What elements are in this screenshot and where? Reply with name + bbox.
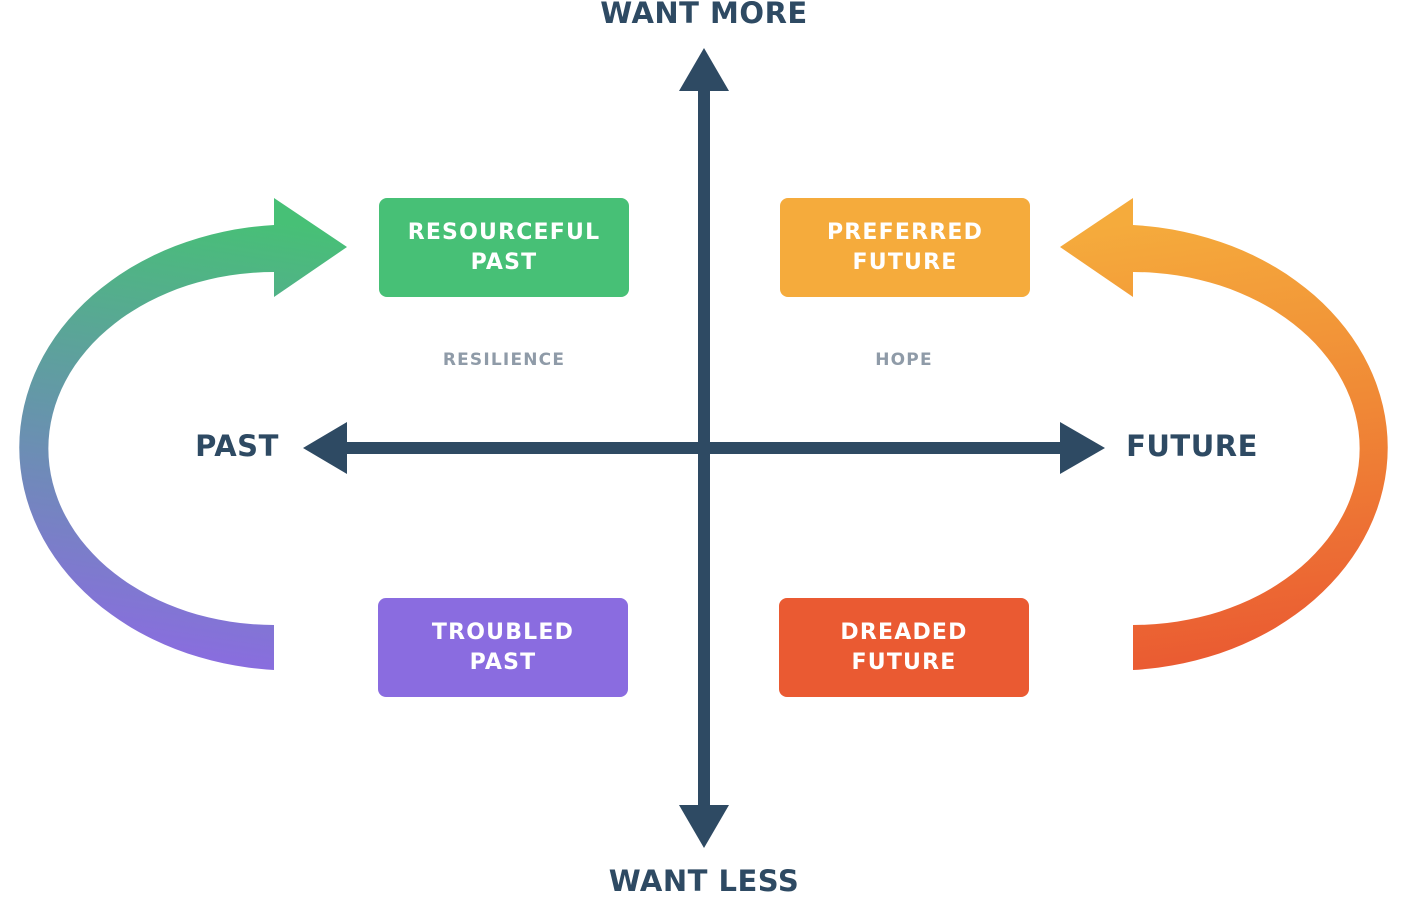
troubled-past-box: TROUBLED PAST [378,598,628,697]
dreaded-future-line1: DREADED [840,619,968,645]
preferred-future-line1: PREFERRED [826,219,984,245]
axis-label-want-more: WANT MORE [600,0,808,30]
axis-label-want-less: WANT LESS [608,864,800,898]
right-arrowhead [1060,422,1105,474]
axis-label-past: PAST [195,429,279,463]
left-arrowhead [303,422,347,474]
horizontal-axis [303,422,1105,474]
resourceful-past-line2: PAST [470,249,538,275]
troubled-past-line1: TROUBLED [431,619,575,645]
quadrant-label-resilience: RESILIENCE [442,350,566,370]
up-arrowhead [679,48,729,91]
axis-label-future: FUTURE [1126,429,1258,463]
troubled-past-line2: PAST [469,649,537,675]
quadrant-label-hope: HOPE [875,350,933,370]
right-cycle-arrow [1060,198,1388,670]
preferred-future-line2: FUTURE [852,249,958,275]
down-arrowhead [679,805,729,848]
resourceful-past-box: RESOURCEFUL PAST [379,198,629,297]
dreaded-future-line2: FUTURE [851,649,957,675]
left-cycle-arrow [19,198,347,670]
dreaded-future-box: DREADED FUTURE [779,598,1029,697]
preferred-future-box: PREFERRED FUTURE [780,198,1030,297]
resourceful-past-line1: RESOURCEFUL [407,219,601,245]
